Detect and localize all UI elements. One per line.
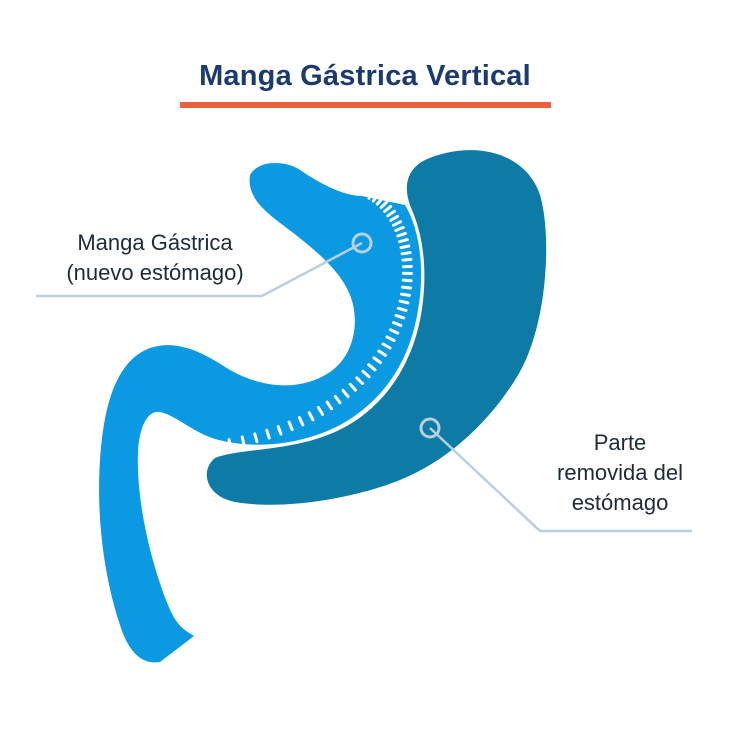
staple-tick [371, 192, 380, 203]
staple-tick [341, 388, 350, 399]
staple-tick [253, 432, 259, 444]
staple-tick [213, 440, 218, 452]
staple-tick [399, 244, 411, 250]
sleeve-leader-line [36, 241, 363, 298]
gastric-sleeve [99, 163, 422, 663]
removed-stomach-part [206, 150, 547, 505]
staple-tick [391, 220, 403, 227]
staple-tick [265, 428, 271, 440]
staple-tick [367, 189, 375, 200]
staple-tick [325, 400, 333, 411]
staple-tick [398, 299, 410, 305]
removed-label-line-1: Parte [593, 430, 647, 455]
staple-tick [372, 356, 382, 365]
staple-tick [401, 285, 412, 290]
removed-label-line-3: estómago [571, 490, 669, 515]
staple-tick [385, 335, 396, 343]
staple-tick [375, 196, 384, 206]
sleeve-marker [351, 232, 373, 254]
title-underline [180, 102, 551, 108]
staple-tick [355, 376, 364, 386]
staple-tick [381, 342, 392, 350]
diagram-title: Manga Gástrica Vertical [199, 60, 531, 92]
staple-tick [348, 382, 357, 392]
staple-tick [398, 238, 409, 244]
staple-tick [287, 420, 294, 432]
removed-leader-line [429, 427, 692, 533]
staple-tick [394, 225, 405, 232]
staple-tick [333, 394, 342, 405]
staple-tick [400, 251, 412, 256]
staple-line [213, 189, 413, 452]
sleeve-label: Manga Gástrica (nuevo estómago) [30, 228, 280, 288]
staple-tick [377, 349, 387, 357]
staple-tick [307, 411, 315, 422]
staple-tick [396, 231, 407, 238]
sleeve-label-line-2: (nuevo estómago) [66, 260, 244, 285]
staple-tick [276, 425, 283, 436]
staple-tick [394, 313, 406, 320]
staple-tick [240, 435, 246, 447]
removed-label: Parte removida del estómago [520, 428, 720, 518]
staple-tick [227, 438, 232, 450]
staple-tick [396, 306, 408, 312]
staple-tick [316, 406, 324, 416]
leader-lines [36, 241, 692, 533]
staple-tick [379, 200, 389, 210]
staple-tick [383, 204, 393, 213]
staple-tick [386, 209, 396, 218]
staple-tick [400, 292, 411, 297]
staple-tick [401, 257, 413, 262]
staple-tick [392, 321, 403, 327]
staple-tick [401, 278, 413, 283]
removed-label-line-2: removida del [557, 460, 683, 485]
removed-marker [419, 417, 441, 439]
staple-tick [361, 369, 371, 379]
staple-tick [389, 328, 400, 335]
sleeve-label-line-1: Manga Gástrica [77, 230, 233, 255]
staple-tick [367, 363, 377, 372]
staple-tick [297, 416, 305, 427]
staple-tick [389, 214, 400, 222]
